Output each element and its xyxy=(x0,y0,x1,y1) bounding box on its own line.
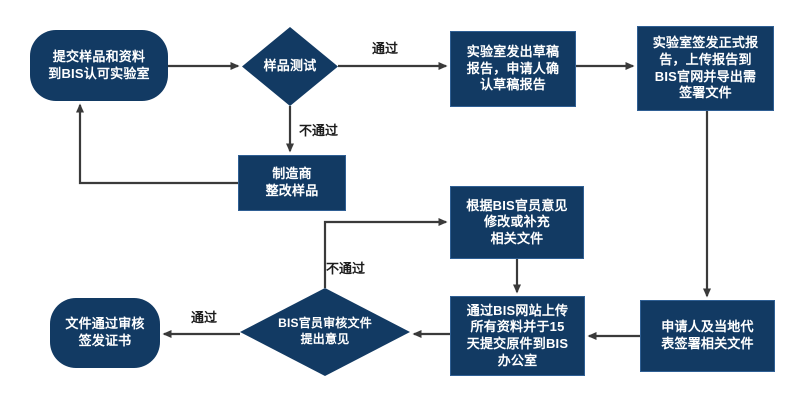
node-bis-officer-review-label: BIS官员审核文件 提出意见 xyxy=(278,316,372,346)
edge-review-to-revise xyxy=(323,218,448,288)
node-sample-testing-label: 样品测试 xyxy=(263,58,317,74)
edge-rectify-to-submit xyxy=(76,103,238,185)
node-submit-samples[interactable]: 提交样品和资料 到BIS认可实验室 xyxy=(30,30,168,101)
node-sample-testing[interactable]: 样品测试 xyxy=(242,27,338,106)
node-upload-via-bis-site[interactable]: 通过BIS网站上传 所有资料并于15 天提交原件到BIS 办公室 xyxy=(450,296,585,376)
edge-label-pass-bottom: 通过 xyxy=(191,310,218,325)
node-lab-draft-report[interactable]: 实验室发出草稿 报告，申请人确 认草稿报告 xyxy=(450,31,576,107)
node-lab-official-report[interactable]: 实验室签发正式报 告，上传报告到 BIS官网并导出需 签署文件 xyxy=(637,26,774,111)
edge-label-fail-bottom: 不通过 xyxy=(326,261,366,276)
node-manufacturer-rectify[interactable]: 制造商 整改样品 xyxy=(238,155,346,211)
edge-label-pass-top: 通过 xyxy=(372,41,399,56)
node-bis-officer-review[interactable]: BIS官员审核文件 提出意见 xyxy=(240,288,410,376)
node-applicant-sign-documents[interactable]: 申请人及当地代 表签署相关文件 xyxy=(640,300,775,372)
node-revise-documents[interactable]: 根据BIS官员意见 修改或补充 相关文件 xyxy=(450,186,584,259)
node-certificate-issued[interactable]: 文件通过审核 签发证书 xyxy=(50,298,160,368)
edge-label-fail-top: 不通过 xyxy=(299,123,339,138)
